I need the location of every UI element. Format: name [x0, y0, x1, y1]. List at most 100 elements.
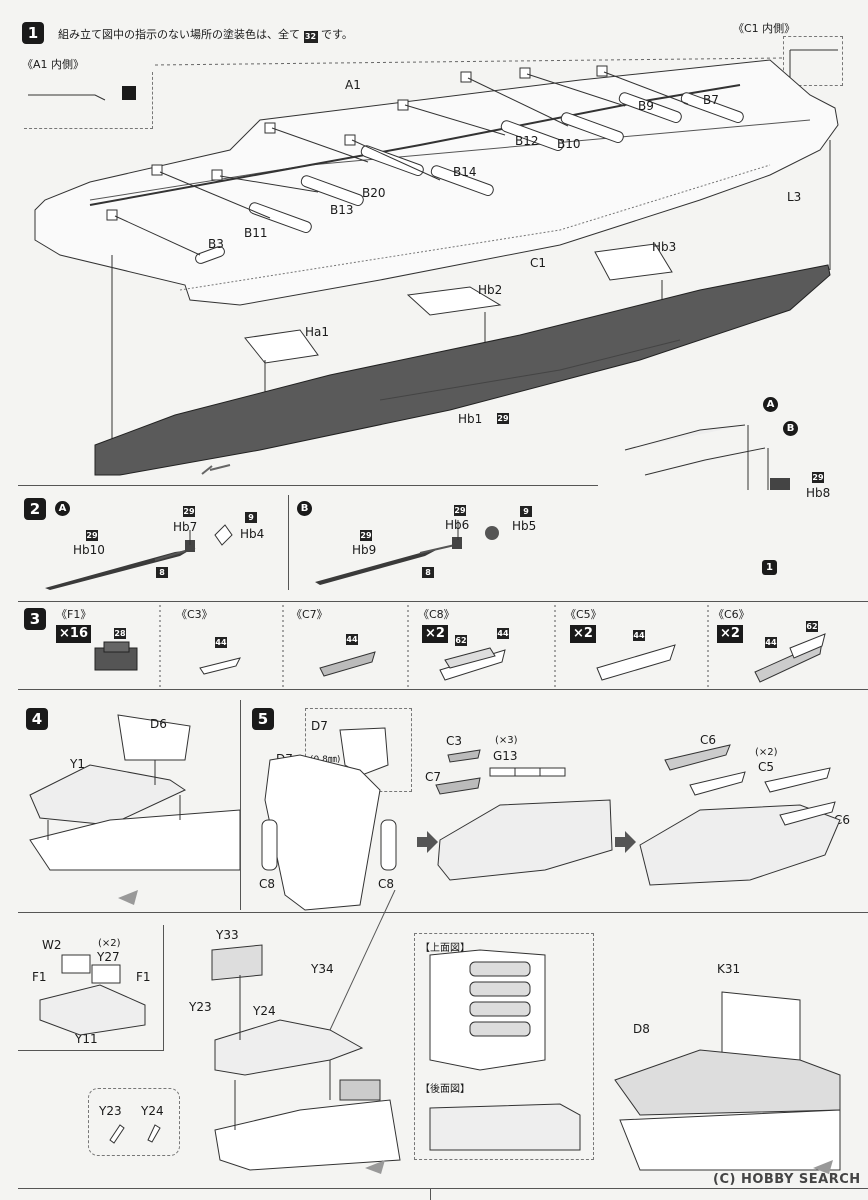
divider-bottom-mid	[430, 1188, 431, 1200]
drill-size: (0.8㎜)	[310, 755, 341, 765]
part-Ha1: Ha1	[305, 325, 330, 339]
part-C6-top: C6	[700, 733, 717, 747]
step-3-illustration	[94, 605, 826, 688]
part-B14: B14	[453, 165, 477, 179]
part-Hb7: Hb7	[173, 520, 198, 534]
Y27-mult: (×2)	[98, 938, 121, 949]
part-B9: B9	[638, 99, 654, 113]
watermark: (C) HOBBY SEARCH	[713, 1172, 861, 1187]
part-D7-inset: D7	[311, 719, 328, 733]
note-end: です。	[321, 28, 353, 41]
item-color-1: 44	[765, 637, 777, 648]
part-Hb9: Hb9	[352, 543, 377, 557]
item-mult: ×2	[570, 625, 596, 643]
Hb10-color: 29	[86, 530, 98, 541]
step-2-marker-B: B	[297, 501, 312, 516]
inset-c1-box	[783, 36, 843, 86]
item-mult: ×16	[56, 625, 91, 643]
step-6-inset-parts	[18, 925, 164, 1051]
item-label: 《C7》	[291, 608, 328, 621]
shaft-A-color: 8	[156, 567, 168, 578]
divider-step2-mid	[288, 495, 289, 590]
divider-bottom	[18, 1188, 868, 1189]
item-color: 28	[114, 628, 126, 639]
step-6-inset-views	[414, 933, 594, 1160]
part-Hb8: Hb8	[806, 486, 831, 500]
step-4-frame	[18, 700, 241, 910]
part-Y24: Y24	[253, 1004, 276, 1018]
divider-step2-top	[18, 485, 598, 486]
part-C8-right: C8	[378, 877, 395, 891]
part-Y23: Y23	[189, 1000, 212, 1014]
shaft-B-color: 8	[422, 567, 434, 578]
top-view-title: 【上面図】	[420, 943, 470, 954]
part-C1: C1	[530, 256, 547, 270]
part-C8-left: C8	[259, 877, 276, 891]
item-label: 《C5》	[565, 608, 602, 621]
item-label: 《C8》	[418, 608, 455, 621]
divider-step3-bottom	[18, 689, 868, 690]
part-F1-left: F1	[32, 970, 47, 984]
part-F1-right: F1	[136, 970, 151, 984]
part-D8: D8	[633, 1022, 650, 1036]
ref-step-1: 1	[762, 560, 777, 575]
marker-B: B	[783, 421, 798, 436]
Hb5-color: 9	[520, 506, 532, 517]
part-D6: D6	[150, 717, 167, 731]
rear-view-title: 【後面図】	[420, 1084, 470, 1095]
part-B3: B3	[208, 237, 224, 251]
item-mult: ×2	[422, 625, 448, 643]
part-Y34: Y34	[311, 962, 334, 976]
step-5-illustration	[261, 727, 841, 911]
inset-c1-title: 《C1 内側》	[733, 22, 796, 35]
part-Y24-inset: Y24	[141, 1104, 164, 1118]
item-mult: ×2	[717, 625, 743, 643]
part-Hb1: Hb1	[458, 412, 483, 426]
step-5-number: 5	[252, 708, 274, 730]
item-label: 《F1》	[56, 608, 92, 621]
part-A1: A1	[345, 78, 361, 92]
part-K31: K31	[717, 962, 741, 976]
marker-A: A	[763, 397, 778, 412]
item-label: 《C6》	[713, 608, 750, 621]
part-B11: B11	[244, 226, 268, 240]
part-B20: B20	[362, 186, 386, 200]
part-C3: C3	[446, 734, 463, 748]
note-color-code: 32	[303, 30, 318, 43]
step-2-number: 2	[24, 498, 46, 520]
part-G13: G13	[493, 749, 518, 763]
step-1-note: 組み立て図中の指示のない場所の塗装色は、全て 32 です。	[58, 26, 353, 43]
part-B10: B10	[557, 137, 581, 151]
item-color: 44	[215, 637, 227, 648]
step-2-marker-A: A	[55, 501, 70, 516]
step-6-inset-y23	[88, 1088, 180, 1156]
divider-step6-top	[18, 912, 868, 913]
step-4-number: 4	[26, 708, 48, 730]
G13-mult: (×3)	[495, 735, 518, 746]
step-1-illustration	[28, 49, 839, 490]
part-W2: W2	[42, 938, 62, 952]
part-B12: B12	[515, 134, 539, 148]
Hb4-color: 9	[245, 512, 257, 523]
note-text: 組み立て図中の指示のない場所の塗装色は、全て	[58, 28, 300, 41]
item-color-2: 44	[497, 628, 509, 639]
part-Hb5: Hb5	[512, 519, 537, 533]
Hb7-color: 29	[183, 506, 195, 517]
part-Hb4: Hb4	[240, 527, 265, 541]
part-Hb8-color: 29	[812, 472, 824, 483]
item-label: 《C3》	[176, 608, 213, 621]
part-Y1: Y1	[70, 757, 85, 771]
part-B13: B13	[330, 203, 354, 217]
item-color: 44	[346, 634, 358, 645]
step-4-illustration	[29, 714, 240, 905]
item-color: 44	[633, 630, 645, 641]
part-Y33: Y33	[216, 928, 239, 942]
step-3-number: 3	[24, 608, 46, 630]
part-Hb1-color: 29	[497, 413, 509, 424]
inset-a1-box	[24, 72, 153, 129]
part-Y27: Y27	[97, 950, 120, 964]
part-Y11: Y11	[75, 1032, 98, 1046]
Hb9-color: 29	[360, 530, 372, 541]
part-Hb6: Hb6	[445, 518, 470, 532]
part-B7: B7	[703, 93, 719, 107]
